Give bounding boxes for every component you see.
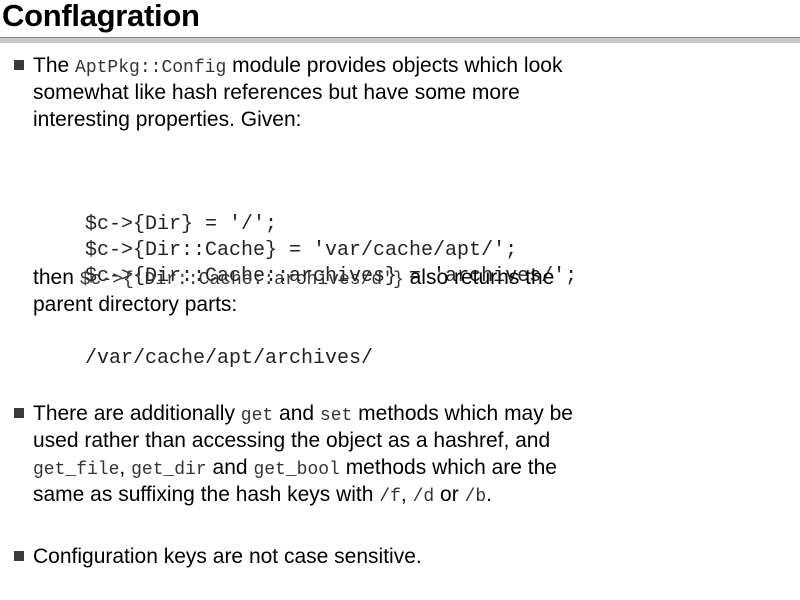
text-span: .: [486, 483, 492, 506]
text-line: used rather than accessing the object as…: [33, 429, 551, 452]
text-span: also returns the: [403, 266, 555, 289]
code-block-path: /var/cache/apt/archives/: [85, 346, 373, 372]
code-line: $c->{Dir::Cache::archives} = 'archives/'…: [85, 265, 578, 288]
text-span: and: [273, 402, 320, 425]
text-line: parent directory parts:: [33, 293, 238, 316]
text-span: then: [33, 266, 80, 289]
slide-title: Conflagration: [2, 0, 200, 33]
bullet-paragraph-2: There are additionally get and set metho…: [33, 400, 793, 508]
text-line: same as suffixing the hash keys with /f,…: [33, 481, 793, 508]
code-block-config: $c->{Dir} = '/';$c->{Dir::Cache} = 'var/…: [85, 160, 577, 316]
bullet-marker: [14, 60, 24, 70]
text-line: There are additionally get and set metho…: [33, 400, 793, 427]
text-line: somewhat like hash references but have s…: [33, 81, 520, 104]
inline-code: get: [240, 406, 274, 426]
inline-code: set: [319, 406, 353, 426]
text-span: same as suffixing the hash keys with: [33, 483, 380, 506]
bullet-paragraph-1: The AptPkg::Config module provides objec…: [33, 52, 793, 133]
text-line: The AptPkg::Config module provides objec…: [33, 52, 793, 79]
text-span: The: [33, 54, 76, 77]
inline-code: get_file: [33, 460, 120, 480]
text-line: then $c->{'Dir::Cache::archives/d'} also…: [33, 264, 793, 291]
text-span: or: [434, 483, 465, 506]
title-divider: [0, 37, 800, 43]
then-paragraph: then $c->{'Dir::Cache::archives/d'} also…: [33, 264, 793, 318]
text-line: Configuration keys are not case sensitiv…: [33, 545, 422, 568]
text-line: interesting properties. Given:: [33, 108, 302, 131]
inline-code: /b: [464, 487, 487, 507]
inline-code: AptPkg::Config: [75, 58, 227, 78]
bullet-marker: [14, 551, 24, 561]
inline-code: /d: [412, 487, 435, 507]
text-span: There are additionally: [33, 402, 241, 425]
inline-code: /f: [379, 487, 401, 507]
inline-code: get_bool: [253, 460, 340, 480]
text-span: methods which are the: [339, 456, 557, 479]
inline-code: $c->{'Dir::Cache::archives/d'}: [79, 270, 404, 290]
text-span: ,: [400, 483, 413, 506]
text-span: ,: [119, 456, 132, 479]
text-span: module provides objects which look: [226, 54, 563, 77]
text-line: get_file, get_dir and get_bool methods w…: [33, 454, 793, 481]
text-span: methods which may be: [352, 402, 573, 425]
text-span: and: [206, 456, 254, 479]
bullet-paragraph-3: Configuration keys are not case sensitiv…: [33, 543, 793, 570]
code-line: $c->{Dir} = '/';: [85, 213, 278, 236]
bullet-marker: [14, 408, 24, 418]
inline-code: get_dir: [131, 460, 207, 480]
code-line: $c->{Dir::Cache} = 'var/cache/apt/';: [85, 239, 518, 262]
code-line: /var/cache/apt/archives/: [85, 347, 374, 370]
